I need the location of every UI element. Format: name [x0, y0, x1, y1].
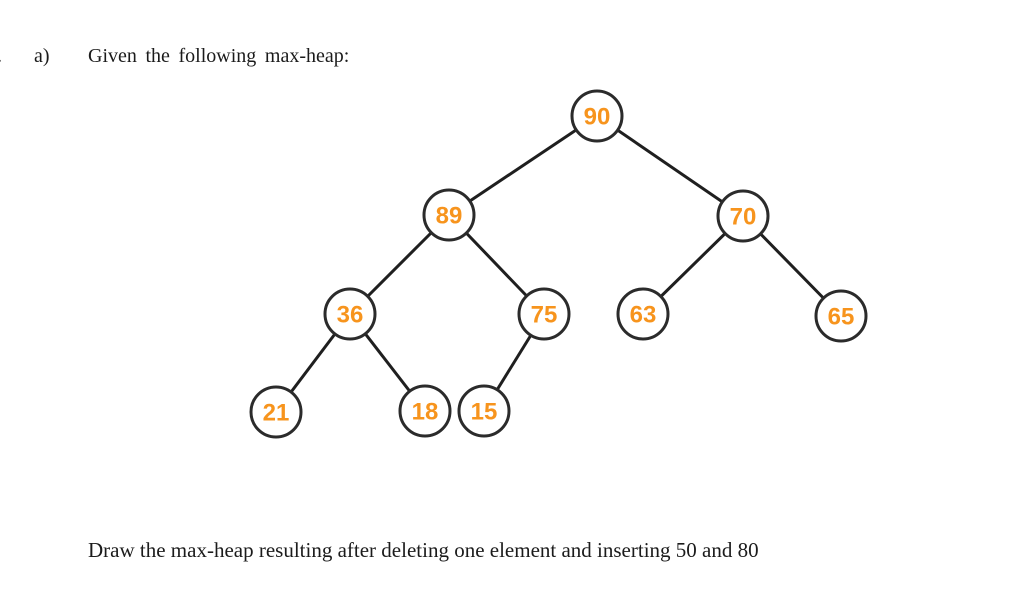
heap-node-circle-75: [517, 287, 571, 341]
heap-node-circle-18: [398, 384, 452, 438]
heap-node-value-70: 70: [730, 204, 757, 231]
heap-node-value-90: 90: [584, 104, 611, 131]
heap-node-value-75: 75: [531, 302, 558, 329]
heap-node-value-65: 65: [828, 304, 855, 331]
question-prompt: Given the following max-heap:: [88, 45, 350, 67]
question-item-label: a): [34, 45, 50, 67]
heap-node-circle-90: [570, 89, 624, 143]
heap-node-value-18: 18: [412, 399, 439, 426]
heap-node-value-63: 63: [630, 302, 657, 329]
tree-edge-90-89: [448, 114, 598, 217]
heap-node-value-15: 15: [471, 399, 498, 426]
heap-node-circle-89: [422, 188, 476, 242]
heap-node-value-89: 89: [436, 203, 463, 230]
question-instruction: Draw the max-heap resulting after deleti…: [88, 538, 759, 562]
heap-node-value-21: 21: [263, 400, 290, 427]
tree-edge-90-70: [596, 114, 744, 218]
heap-node-circle-36: [323, 287, 377, 341]
heap-node-circle-65: [814, 289, 868, 343]
list-marker-fragment: .: [0, 45, 2, 68]
heap-node-circle-63: [616, 287, 670, 341]
heap-node-circle-21: [249, 385, 303, 439]
heap-node-circle-70: [716, 189, 770, 243]
heap-node-circle-15: [457, 384, 511, 438]
heap-node-value-36: 36: [337, 302, 364, 329]
